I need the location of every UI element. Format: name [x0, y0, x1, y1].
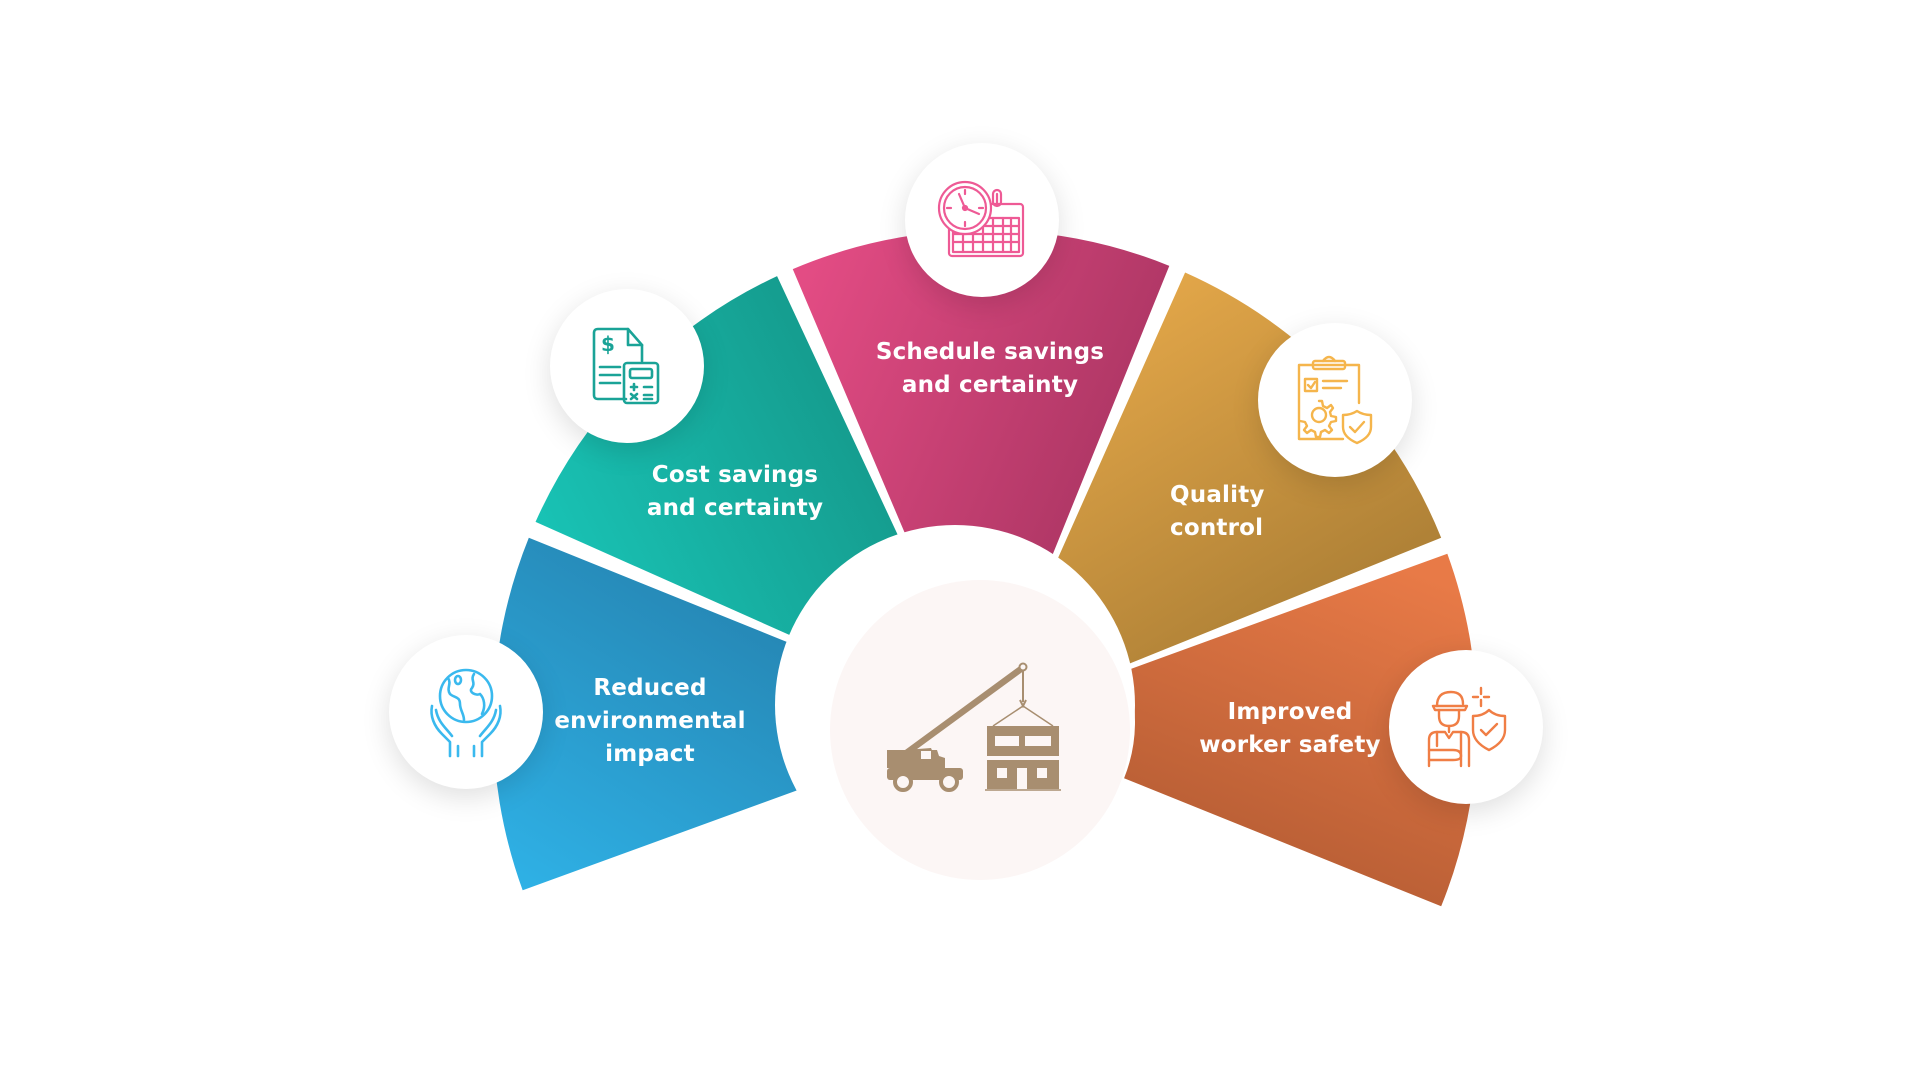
- label-improved-worker-safety: Improved worker safety: [1190, 696, 1390, 762]
- label-schedule-savings: Schedule savings and certainty: [870, 336, 1110, 402]
- label-line: and certainty: [901, 372, 1079, 398]
- segment-schedule: [792, 229, 1170, 584]
- crane-lifting-modular-building-icon: [887, 662, 1061, 792]
- icon-circle-quality: [1258, 323, 1412, 477]
- label-line: impact: [605, 741, 695, 767]
- segment-safety: [1124, 553, 1477, 907]
- label-line: Quality: [1170, 482, 1265, 508]
- icon-circle-safety: [1389, 650, 1543, 804]
- icon-circle-cost: $: [550, 289, 704, 443]
- segment-quality: [1046, 272, 1442, 666]
- label-line: Improved: [1227, 699, 1353, 725]
- invoice-calculator-icon: $: [592, 327, 660, 405]
- icon-circle-environment: [389, 635, 543, 789]
- segment-environment: [493, 537, 846, 891]
- label-line: worker safety: [1199, 732, 1381, 758]
- label-line: Reduced: [593, 675, 707, 701]
- injured-worker-shield-icon: [1427, 686, 1507, 768]
- label-line: environmental: [554, 708, 746, 734]
- segment-cost: [535, 276, 922, 661]
- label-line: Schedule savings: [875, 339, 1105, 365]
- center-badge: [830, 580, 1130, 880]
- label-quality-control: Quality control: [1170, 479, 1280, 545]
- label-line: control: [1170, 515, 1264, 541]
- clipboard-gear-shield-icon: [1297, 355, 1373, 445]
- icon-circle-schedule: [905, 143, 1059, 297]
- svg-text:$: $: [601, 332, 615, 356]
- clock-calendar-icon: [937, 180, 1025, 258]
- label-reduced-environmental-impact: Reduced environmental impact: [550, 672, 750, 771]
- globe-in-hands-icon: [430, 668, 502, 758]
- label-line: Cost savings: [651, 462, 819, 488]
- label-cost-savings: Cost savings and certainty: [635, 459, 835, 525]
- label-line: and certainty: [646, 495, 824, 521]
